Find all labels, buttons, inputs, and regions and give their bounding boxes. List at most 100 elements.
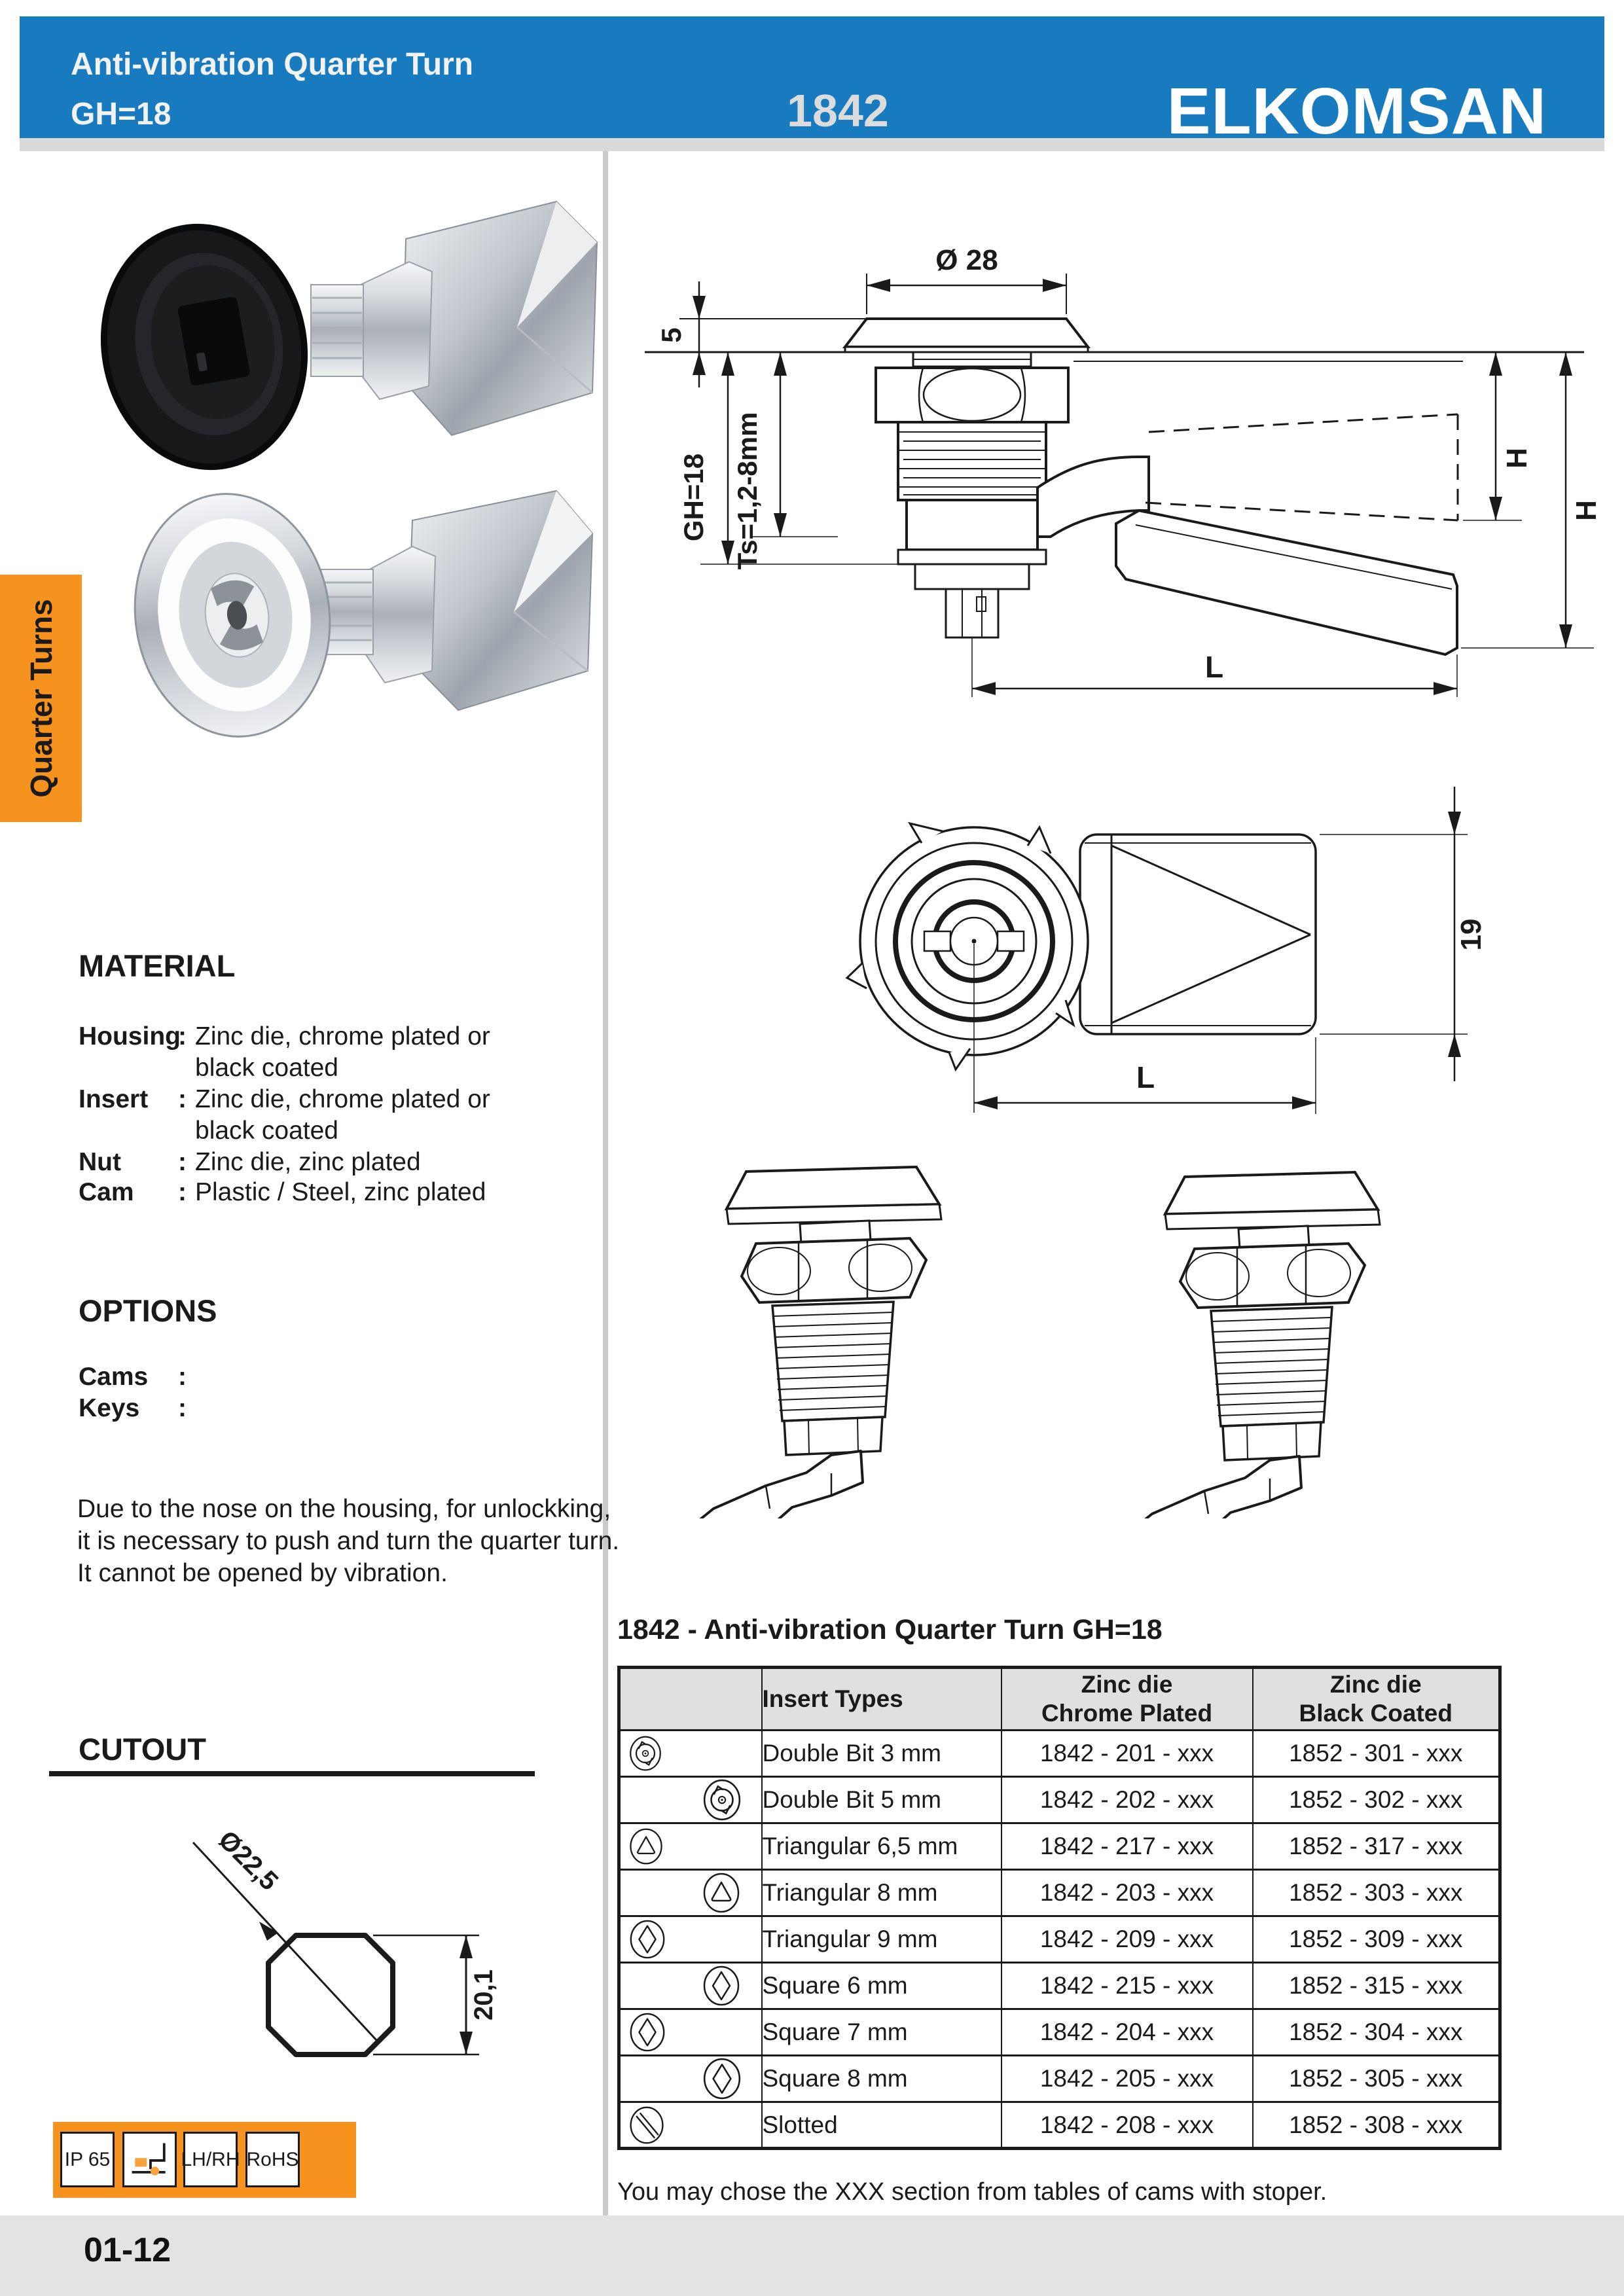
insert-type-cell: Slotted [761, 2101, 1001, 2149]
black-code-cell: 1852 - 301 - xxx [1252, 1729, 1500, 1777]
black-code-cell: 1852 - 315 - xxx [1252, 1962, 1500, 2009]
chrome-code-cell: 1842 - 204 - xxx [1000, 2008, 1253, 2056]
table-title: 1842 - Anti-vibration Quarter Turn GH=18 [617, 1614, 1163, 1645]
dim-panel-label: Ts=1,2-8mm [732, 412, 763, 570]
insert-icon-cell [618, 1962, 762, 2009]
chrome-code-cell: 1842 - 201 - xxx [1000, 1729, 1253, 1777]
insert-icon-cell [618, 1915, 762, 1963]
insert-types-table: Insert Types Zinc die Chrome Plated Zinc… [617, 1666, 1502, 2150]
double-bit-icon [630, 1736, 661, 1771]
chrome-code-cell: 1842 - 203 - xxx [1000, 1869, 1253, 1916]
diamond-icon [703, 2058, 741, 2100]
product-photo-black [100, 200, 598, 471]
cutout-underline [49, 1771, 535, 1776]
ip65-badge: IP 65 [60, 2132, 115, 2187]
options-heading: OPTIONS [79, 1293, 217, 1328]
chrome-code-cell: 1842 - 209 - xxx [1000, 1915, 1253, 1963]
spec-value: black coated [195, 1054, 338, 1082]
spec-label: Keys [79, 1394, 140, 1422]
spec-label: Cams [79, 1363, 149, 1391]
header-shadow [20, 138, 1604, 151]
sidebar-tab-quarter-turns: Quarter Turns [0, 575, 82, 822]
cutout-height-label: 20,1 [469, 1969, 498, 2020]
insert-type-cell: Square 7 mm [761, 2008, 1001, 2056]
page-title-line2: GH=18 [71, 97, 171, 132]
table-footnote: You may chose the XXX section from table… [617, 2178, 1327, 2206]
dim-length-label: L [1205, 650, 1223, 684]
spec-label: Housing [79, 1022, 181, 1050]
icon-column-header [618, 1666, 762, 1731]
brand-logo: ELKOMSAN [1166, 75, 1547, 148]
page-header: Anti-vibration Quarter Turn GH=18 1842 E… [20, 16, 1604, 148]
cam-stopper-badge [122, 2132, 177, 2187]
sidebar-tab-label: Quarter Turns [24, 599, 58, 798]
dim-cap-label: 5 [656, 327, 687, 342]
cutout-diameter-label: Ø22,5 [213, 1825, 283, 1896]
triangle-icon [630, 1828, 662, 1865]
dim-h1-label: H [1501, 448, 1533, 469]
spec-label: Nut [79, 1148, 121, 1176]
insert-type-cell: Triangular 8 mm [761, 1869, 1001, 1916]
cutout-drawing: Ø22,5 20,1 [192, 1825, 498, 2057]
insert-type-cell: Triangular 6,5 mm [761, 1822, 1001, 1870]
black-coated-header: Zinc die Black Coated [1252, 1666, 1500, 1731]
chrome-code-cell: 1842 - 217 - xxx [1000, 1822, 1253, 1870]
chrome-code-cell: 1842 - 202 - xxx [1000, 1776, 1253, 1823]
column-divider [603, 151, 608, 2215]
spec-value: Zinc die, chrome plated or [195, 1022, 490, 1050]
insert-icon-cell [618, 1822, 762, 1870]
insert-types-header: Insert Types [761, 1666, 1001, 1731]
black-code-cell: 1852 - 309 - xxx [1252, 1915, 1500, 1963]
dim-grip-label: GH=18 [678, 454, 709, 541]
spec-value: black coated [195, 1117, 338, 1145]
slotted-icon [630, 2106, 664, 2144]
cutout-heading: CUTOUT [79, 1732, 206, 1767]
double-bit-icon [703, 1779, 741, 1821]
badge-label: IP 65 [64, 2148, 111, 2170]
spec-value: Zinc die, zinc plated [195, 1148, 421, 1176]
product-photo-chrome [134, 490, 594, 738]
triangle-icon [703, 1873, 740, 1913]
badge-label: RoHS [246, 2148, 299, 2170]
cam-stopper-icon [132, 2142, 166, 2176]
black-code-cell: 1852 - 305 - xxx [1252, 2054, 1500, 2102]
chrome-code-cell: 1842 - 215 - xxx [1000, 1962, 1253, 2009]
insert-icon-cell [618, 1776, 762, 1823]
chrome-plated-header: Zinc die Chrome Plated [1000, 1666, 1253, 1731]
page-footer [0, 2215, 1624, 2296]
badge-label: LH/RH [181, 2148, 240, 2170]
insert-icon-cell [618, 2008, 762, 2056]
insert-type-cell: Triangular 9 mm [761, 1915, 1001, 1963]
spec-value: Zinc die, chrome plated or [195, 1085, 490, 1113]
insert-icon-cell [618, 2101, 762, 2149]
page-title-line1: Anti-vibration Quarter Turn [71, 47, 474, 82]
material-heading: MATERIAL [79, 948, 236, 983]
lhrh-badge: LH/RH [181, 2132, 240, 2187]
insert-icon-cell [618, 2054, 762, 2102]
badge-strip: IP 65 LH/RH RoHS [53, 2122, 356, 2198]
insert-type-cell: Double Bit 5 mm [761, 1776, 1001, 1823]
diamond-icon [630, 2013, 665, 2052]
rohs-badge: RoHS [245, 2132, 300, 2187]
insert-type-cell: Square 8 mm [761, 2054, 1001, 2102]
spec-value: Plastic / Steel, zinc plated [195, 1178, 486, 1206]
black-code-cell: 1852 - 304 - xxx [1252, 2008, 1500, 2056]
page-title: Anti-vibration Quarter Turn GH=18 [71, 40, 473, 139]
dim-h2-label: H [1570, 500, 1602, 521]
dim-diameter-label: Ø 28 [935, 244, 998, 276]
black-code-cell: 1852 - 308 - xxx [1252, 2101, 1500, 2149]
front-view-drawing: 19 L [845, 787, 1487, 1114]
spec-label: Cam [79, 1178, 134, 1206]
black-code-cell: 1852 - 317 - xxx [1252, 1822, 1500, 1870]
chrome-code-cell: 1842 - 205 - xxx [1000, 2054, 1253, 2102]
